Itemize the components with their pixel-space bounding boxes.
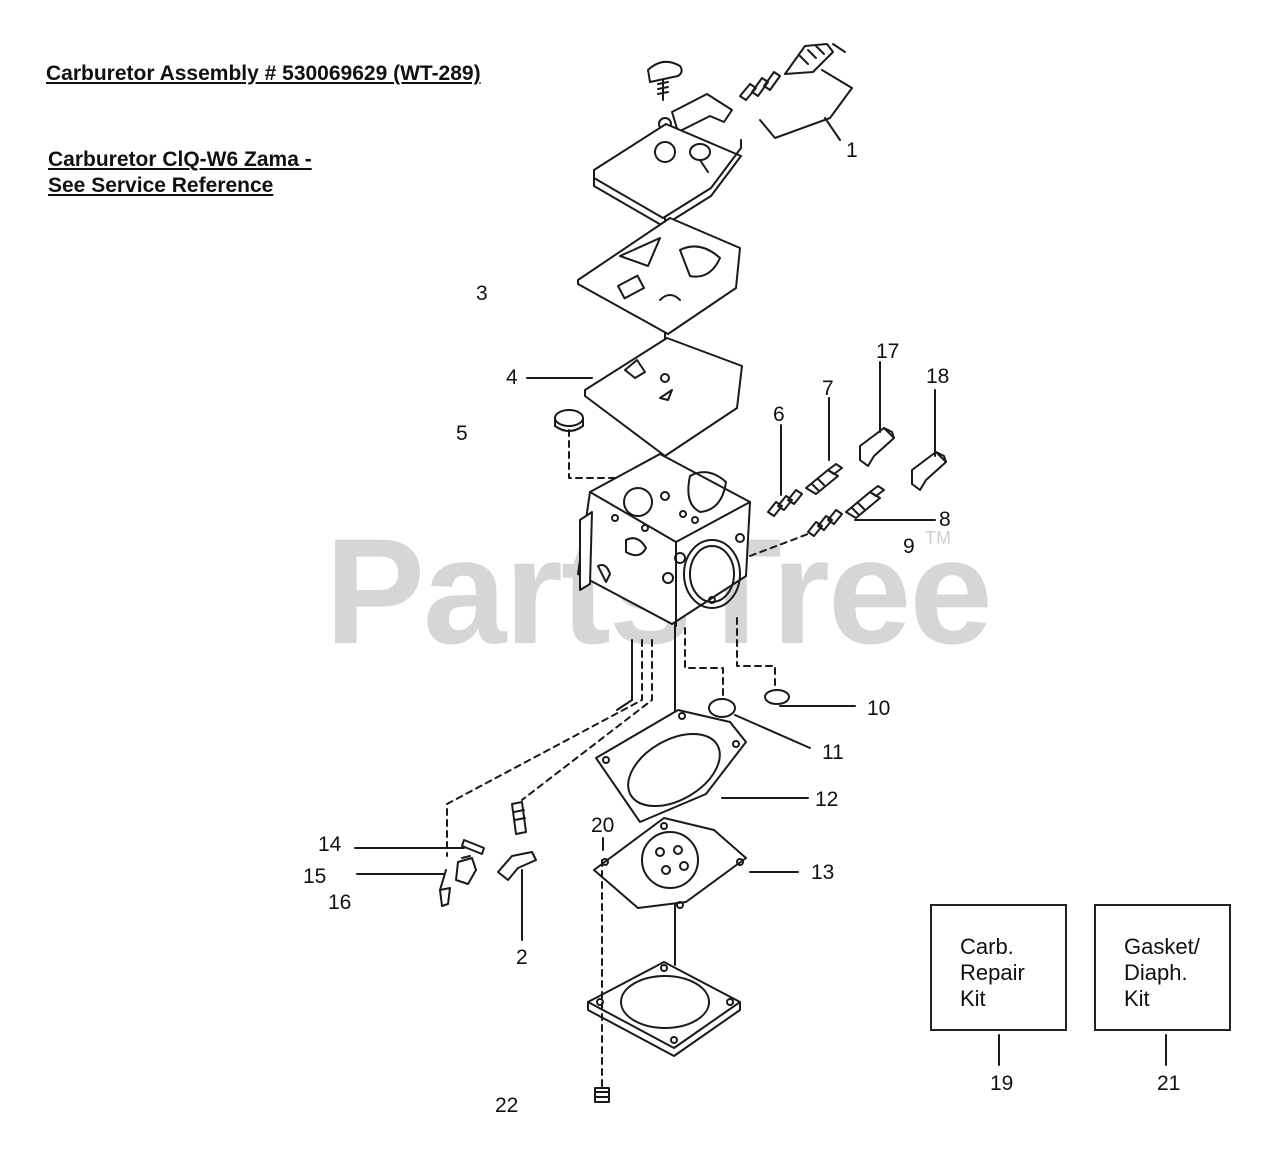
callout-14[interactable]: 14 xyxy=(318,833,342,856)
part-4-diaphragm xyxy=(584,337,743,457)
callout-13[interactable]: 13 xyxy=(811,861,835,884)
part-12-gasket xyxy=(595,709,747,830)
part-9-spring xyxy=(807,509,843,537)
callout-7[interactable]: 7 xyxy=(822,377,834,400)
callout-15[interactable]: 15 xyxy=(303,865,327,888)
callout-8[interactable]: 8 xyxy=(939,508,951,531)
callout-11[interactable]: 11 xyxy=(822,741,844,764)
callout-9[interactable]: 9 xyxy=(903,535,915,558)
callout-22[interactable]: 22 xyxy=(495,1094,519,1117)
assembly-title: Carburetor Assembly # 530069629 (WT-289) xyxy=(46,62,481,85)
callout-3[interactable]: 3 xyxy=(476,282,488,305)
watermark-trademark: TM xyxy=(925,528,951,548)
gasket-diaph-kit-label: Gasket/ Diaph. Kit xyxy=(1124,934,1200,1011)
part-2-inlet-lever xyxy=(497,801,537,881)
part-14-pin xyxy=(461,839,485,855)
callout-6[interactable]: 6 xyxy=(773,403,785,426)
callout-11-leader xyxy=(734,714,811,749)
callout-16[interactable]: 16 xyxy=(328,891,352,914)
callout-12[interactable]: 12 xyxy=(815,788,839,811)
callout-21[interactable]: 21 xyxy=(1157,1072,1181,1095)
pump-cover xyxy=(587,961,741,1057)
part-7-needle xyxy=(805,463,843,495)
callout-10[interactable]: 10 xyxy=(867,697,891,720)
part-8-needle xyxy=(845,485,885,519)
part-13-pump-diaphragm xyxy=(593,817,747,909)
carb-repair-kit-box[interactable]: Carb. Repair Kit xyxy=(930,904,1067,1031)
callout-2[interactable]: 2 xyxy=(516,946,528,969)
part-5-plug xyxy=(554,409,636,479)
callout-20[interactable]: 20 xyxy=(591,814,615,837)
part-17-limiter-cap xyxy=(859,427,895,467)
service-reference-line-1: Carburetor ClQ-W6 Zama - xyxy=(48,148,312,171)
callout-18[interactable]: 18 xyxy=(926,365,950,388)
callout-17[interactable]: 17 xyxy=(876,340,900,363)
part-1-needle xyxy=(784,43,846,75)
callout-4[interactable]: 4 xyxy=(506,366,518,389)
service-reference-line-2: See Service Reference xyxy=(48,174,274,197)
part-1-spring xyxy=(739,71,781,101)
callout-1-tick xyxy=(824,117,841,141)
part-15-valve xyxy=(455,855,477,885)
metering-cover xyxy=(593,123,742,227)
callout-1-leader xyxy=(759,69,853,139)
part-16-inlet-needle xyxy=(439,869,451,907)
part-10-plug xyxy=(764,689,790,705)
callout-19[interactable]: 19 xyxy=(990,1072,1014,1095)
part-22-screw xyxy=(594,1087,610,1103)
callout-5[interactable]: 5 xyxy=(456,422,468,445)
part-3-gasket xyxy=(577,217,741,335)
part-1-screw xyxy=(647,60,683,101)
gasket-diaph-kit-box[interactable]: Gasket/ Diaph. Kit xyxy=(1094,904,1231,1031)
carb-repair-kit-label: Carb. Repair Kit xyxy=(960,934,1025,1011)
part-11-plug xyxy=(708,698,736,718)
callout-9-leader xyxy=(749,533,809,557)
callout-1[interactable]: 1 xyxy=(846,139,858,162)
carburetor-body xyxy=(577,453,751,627)
part-18-limiter-cap xyxy=(911,451,947,491)
part-6-spring xyxy=(767,489,803,517)
